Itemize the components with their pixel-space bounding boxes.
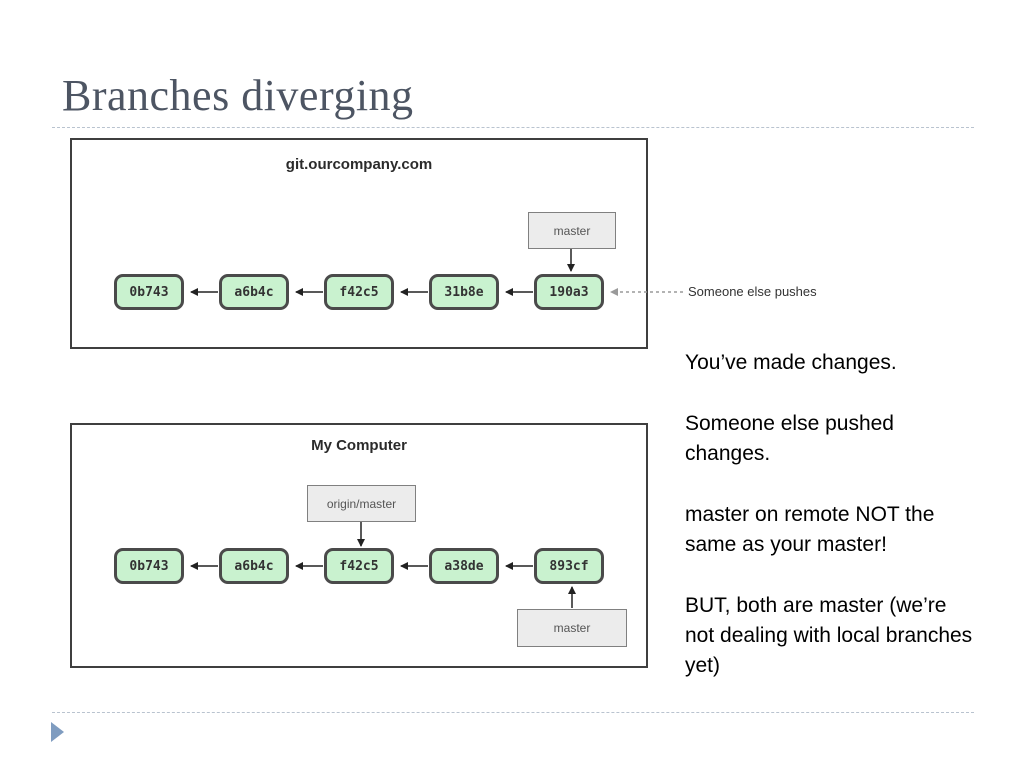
local-master-ref: master [517,609,627,647]
remote-master-ref: master [528,212,616,249]
local-commit-1: 0b743 [114,548,184,584]
local-commit-4: a38de [429,548,499,584]
local-commit-5: 893cf [534,548,604,584]
title-divider [52,127,974,128]
note-master-not-same: master on remote NOT the same as your ma… [685,503,935,556]
local-commit-2: a6b4c [219,548,289,584]
play-triangle-icon [51,722,64,742]
local-panel-title: My Computer [311,437,407,454]
remote-commit-1: 0b743 [114,274,184,310]
remote-panel-title: git.ourcompany.com [285,156,433,173]
remote-commit-4: 31b8e [429,274,499,310]
remote-commit-2: a6b4c [219,274,289,310]
someone-else-pushes-label: Someone else pushes [688,284,817,299]
local-commit-3: f42c5 [324,548,394,584]
note-made-changes: You’ve made changes. [685,351,897,374]
note-someone-pushed: Someone else pushed changes. [685,412,894,465]
remote-commit-5: 190a3 [534,274,604,310]
note-both-master: BUT, both are master (we’re not dealing … [685,594,973,677]
slide-title: Branches diverging [62,71,414,120]
origin-master-ref: origin/master [307,485,416,522]
notes-text: You’ve made changes. Someone else pushed… [685,348,975,681]
footer-divider [52,712,974,713]
remote-commit-3: f42c5 [324,274,394,310]
